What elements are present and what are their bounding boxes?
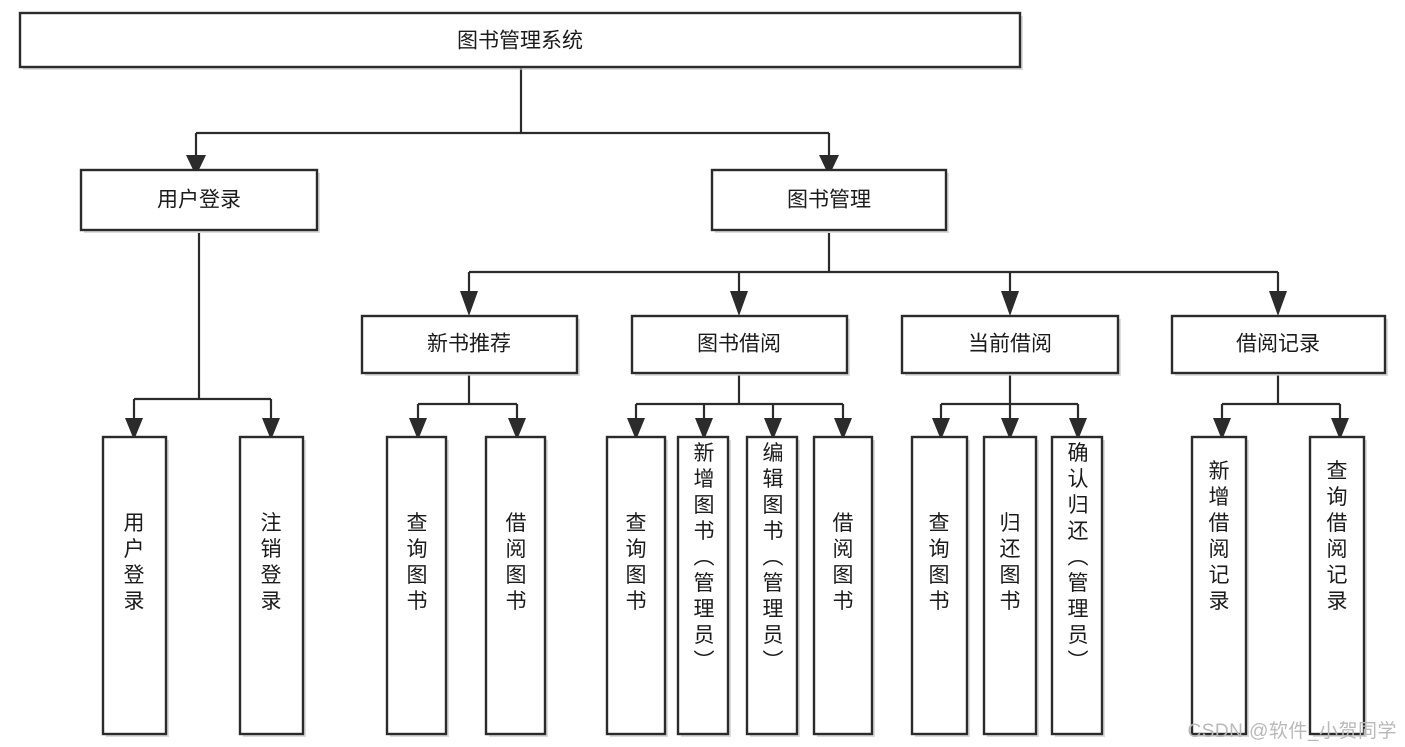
- node-leaf-bb-add-label: 新增图书︵管理员︶: [694, 442, 715, 673]
- node-leaf-bb-query-box[interactable]: [605, 435, 667, 736]
- node-leaf-bb-borrow-label: 借阅图书: [833, 512, 854, 613]
- node-leaf-rec-borrow-label: 借阅图书: [506, 512, 527, 613]
- node-leaf-user-login-box[interactable]: [101, 435, 168, 736]
- node-leaf-bb-add[interactable]: 新增图书︵管理员︶: [676, 435, 731, 737]
- arrow-to-current-borrow: [1001, 291, 1019, 316]
- arrow-to-leaf-user-login: [125, 418, 143, 440]
- arrow-to-leaf-bb-add: [695, 418, 713, 440]
- arrow-to-new-book-rec: [460, 291, 478, 316]
- node-leaf-bb-borrow-box[interactable]: [812, 435, 874, 736]
- arrow-to-leaf-br-add: [1213, 418, 1231, 440]
- arrow-to-leaf-cb-return: [1001, 418, 1019, 440]
- node-leaf-bb-edit-label: 编辑图书︵管理员︶: [763, 442, 784, 673]
- node-user-login-box[interactable]: [79, 168, 319, 232]
- node-leaf-cb-query-label: 查询图书: [929, 512, 950, 613]
- connector-currentborrow-bus: [939, 375, 1080, 422]
- arrow-to-leaf-bb-edit: [764, 418, 782, 440]
- connector-bookborrow-bus: [634, 375, 845, 422]
- arrow-to-borrow-record: [1269, 291, 1287, 316]
- node-book-borrow-label: 图书借阅: [697, 333, 781, 356]
- arrow-to-user-login: [186, 155, 206, 176]
- node-book-borrow[interactable]: 图书借阅: [630, 314, 850, 376]
- node-leaf-bb-query-label: 查询图书: [626, 512, 647, 613]
- connector-root-bus: [194, 68, 831, 158]
- connector-layer: [125, 68, 1349, 440]
- node-borrow-record-label: 借阅记录: [1236, 333, 1320, 356]
- connector-newbookrec-bus: [416, 375, 519, 422]
- arrow-to-book-manage: [819, 155, 839, 176]
- node-current-borrow-label: 当前借阅: [968, 333, 1052, 356]
- arrow-to-book-borrow: [730, 291, 748, 316]
- node-book-borrow-box[interactable]: [630, 314, 849, 375]
- node-leaf-user-login[interactable]: 用户登录: [101, 435, 169, 737]
- node-leaf-cb-return[interactable]: 归还图书: [982, 435, 1039, 737]
- node-leaf-bb-edit-box[interactable]: [745, 435, 799, 736]
- node-leaf-br-add-label: 新增借阅记录: [1209, 460, 1230, 613]
- arrow-to-leaf-logout: [262, 418, 280, 440]
- node-borrow-record-box[interactable]: [1170, 314, 1387, 375]
- node-leaf-rec-borrow[interactable]: 借阅图书: [484, 435, 548, 737]
- node-new-book-rec-label: 新书推荐: [427, 333, 511, 356]
- arrow-to-leaf-bb-query: [627, 418, 645, 440]
- node-leaf-rec-query-label: 查询图书: [407, 512, 428, 613]
- node-root-box[interactable]: [18, 11, 1022, 69]
- node-root-label: 图书管理系统: [457, 30, 583, 53]
- connector-borrowrecord-bus: [1220, 375, 1342, 422]
- node-leaf-br-add-box[interactable]: [1190, 435, 1248, 736]
- node-leaf-logout-box[interactable]: [238, 435, 305, 736]
- node-leaf-bb-borrow[interactable]: 借阅图书: [812, 435, 875, 737]
- node-leaf-logout-label: 注销登录: [261, 512, 282, 613]
- csdn-watermark: CSDN @软件_小贺同学: [1187, 721, 1397, 742]
- node-leaf-br-query-box[interactable]: [1308, 435, 1366, 736]
- node-leaf-cb-confirm[interactable]: 确认归还︵管理员︶: [1050, 435, 1105, 737]
- node-borrow-record[interactable]: 借阅记录: [1170, 314, 1388, 376]
- node-leaf-rec-borrow-box[interactable]: [484, 435, 547, 736]
- node-leaf-cb-return-box[interactable]: [982, 435, 1038, 736]
- node-book-manage[interactable]: 图书管理: [710, 168, 949, 233]
- node-leaf-rec-query[interactable]: 查询图书: [385, 435, 449, 737]
- node-root[interactable]: 图书管理系统: [18, 11, 1023, 70]
- node-leaf-cb-query[interactable]: 查询图书: [910, 435, 970, 737]
- node-leaf-user-login-label: 用户登录: [124, 512, 145, 613]
- arrow-to-leaf-bb-borrow: [834, 418, 852, 440]
- node-leaf-br-query-label: 查询借阅记录: [1327, 460, 1348, 613]
- arrow-to-leaf-rec-query: [409, 418, 427, 440]
- node-leaf-br-query[interactable]: 查询借阅记录: [1308, 435, 1367, 737]
- node-book-manage-label: 图书管理: [787, 189, 871, 212]
- node-new-book-rec[interactable]: 新书推荐: [360, 314, 580, 376]
- arrow-to-leaf-cb-confirm: [1069, 418, 1087, 440]
- node-book-manage-box[interactable]: [710, 168, 948, 232]
- node-leaf-cb-confirm-label: 确认归还︵管理员︶: [1068, 442, 1089, 673]
- node-leaf-cb-return-label: 归还图书: [1000, 512, 1021, 613]
- connector-userlogin-bus: [132, 233, 273, 422]
- node-new-book-rec-box[interactable]: [360, 314, 579, 375]
- connector-bookmanage-bus: [467, 233, 1280, 295]
- node-leaf-cb-confirm-box[interactable]: [1050, 435, 1104, 736]
- node-user-login-label: 用户登录: [157, 189, 241, 212]
- node-leaf-cb-query-box[interactable]: [910, 435, 969, 736]
- arrow-to-leaf-rec-borrow: [508, 418, 526, 440]
- node-leaf-br-add[interactable]: 新增借阅记录: [1190, 435, 1249, 737]
- node-current-borrow[interactable]: 当前借阅: [900, 314, 1121, 376]
- node-leaf-logout[interactable]: 注销登录: [238, 435, 306, 737]
- arrow-to-leaf-br-query: [1331, 418, 1349, 440]
- node-user-login[interactable]: 用户登录: [79, 168, 320, 233]
- node-current-borrow-box[interactable]: [900, 314, 1120, 375]
- node-leaf-bb-query[interactable]: 查询图书: [605, 435, 668, 737]
- arrow-to-leaf-cb-query: [932, 418, 950, 440]
- node-leaf-bb-edit[interactable]: 编辑图书︵管理员︶: [745, 435, 800, 737]
- node-leaf-rec-query-box[interactable]: [385, 435, 448, 736]
- node-leaf-bb-add-box[interactable]: [676, 435, 730, 736]
